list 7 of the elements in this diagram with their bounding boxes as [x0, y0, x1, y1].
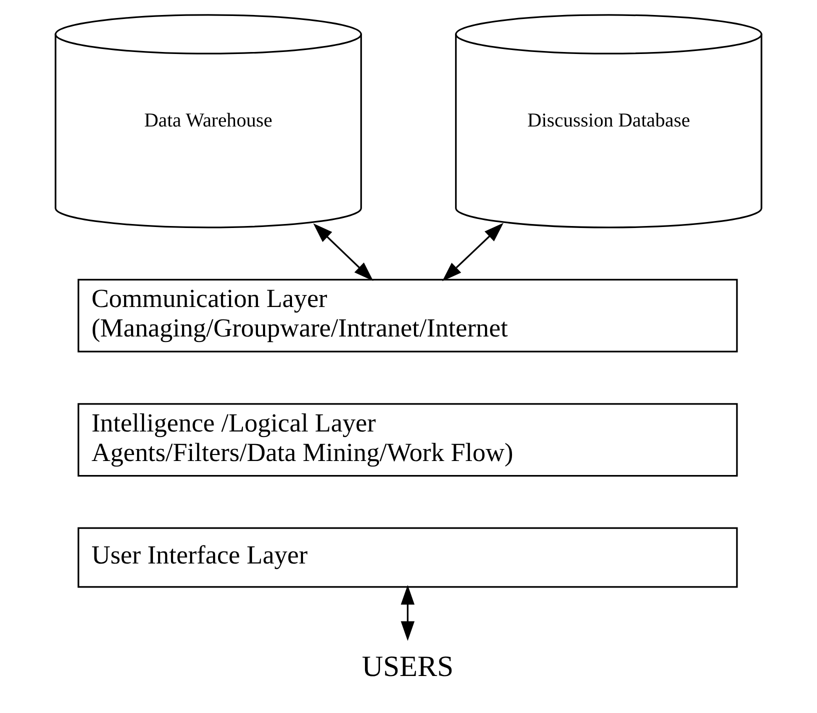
arrow	[400, 584, 415, 641]
arrow	[313, 223, 374, 282]
node-text: USERS	[362, 650, 454, 683]
node-box: Intelligence /Logical Layer Agents/Filters/Data Mining/Work Flow)	[78, 403, 738, 477]
arrow	[442, 222, 504, 282]
node-box: User Interface Layer	[78, 527, 738, 588]
node-box: Communication Layer (Managing/Groupware/Intranet/Internet	[78, 278, 738, 352]
